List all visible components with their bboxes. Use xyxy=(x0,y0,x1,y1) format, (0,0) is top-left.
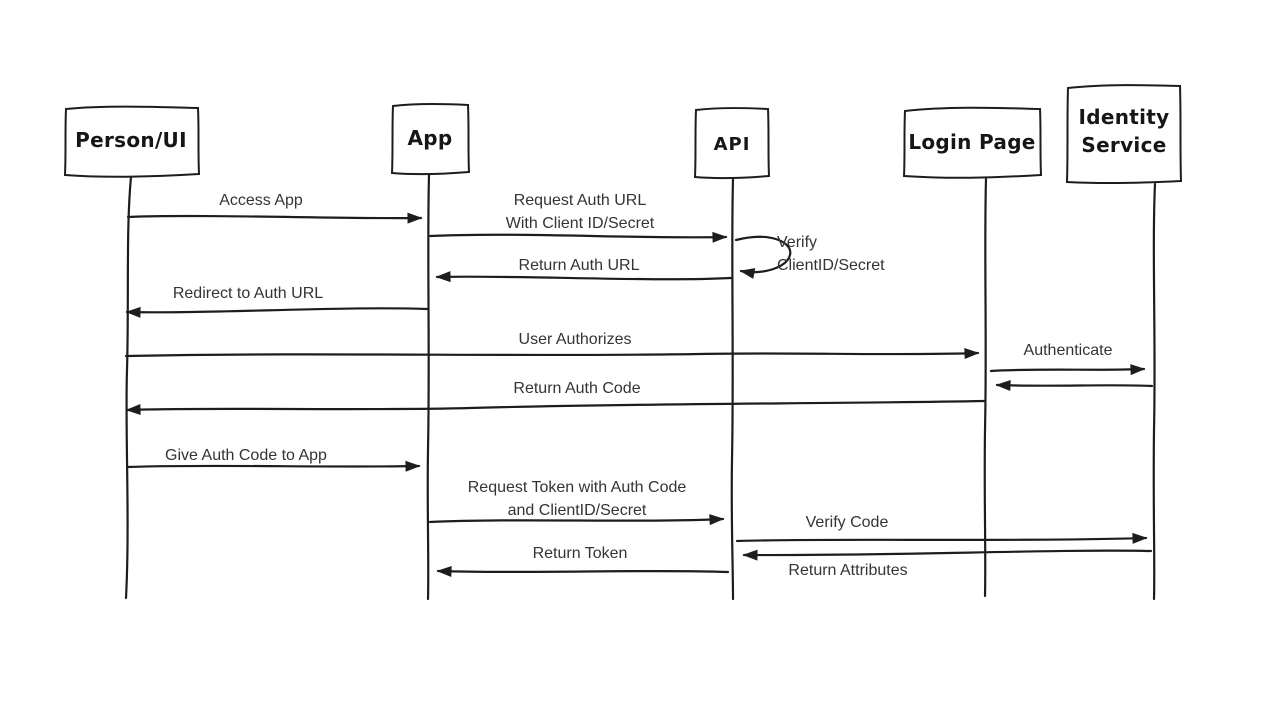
arrow-verify-code xyxy=(735,532,1148,544)
actor-label-identity-service: Identity Service xyxy=(1078,105,1170,157)
actor-label-login-page: Login Page xyxy=(908,130,1036,154)
message-arrows xyxy=(124,212,1154,577)
msg-redirect-to-auth-url: Redirect to Auth URL xyxy=(172,285,324,302)
arrow-access-app xyxy=(126,212,423,224)
actor-label-api: API xyxy=(713,134,751,155)
lifelines xyxy=(124,173,1157,601)
actor-boxes xyxy=(63,84,1183,185)
msg-authenticate: Authenticate xyxy=(1023,342,1113,359)
arrow-return-token xyxy=(436,565,730,577)
arrow-user-authorizes xyxy=(124,348,980,360)
lifeline-person-ui xyxy=(124,175,133,600)
arrow-request-token xyxy=(428,514,725,526)
actor-box-person-ui xyxy=(63,105,201,178)
arrow-return-auth-url xyxy=(435,271,733,283)
msg-verify-code: Verify Code xyxy=(805,514,889,531)
arrow-redirect-to-auth-url xyxy=(125,306,429,318)
actor-box-app xyxy=(390,103,471,176)
actor-box-api xyxy=(693,107,771,180)
msg-return-auth-code: Return Auth Code xyxy=(513,380,641,397)
actor-box-login-page xyxy=(902,106,1043,179)
lifeline-api xyxy=(730,177,735,601)
msg-return-auth-url: Return Auth URL xyxy=(518,257,640,274)
msg-request-auth-url: Request Auth URL With Client ID/Secret xyxy=(505,192,655,232)
arrow-return-attributes xyxy=(742,549,1153,561)
msg-return-token: Return Token xyxy=(532,545,628,562)
lifeline-app xyxy=(426,173,431,601)
actor-label-person-ui: Person/UI xyxy=(75,128,187,152)
msg-give-auth-code: Give Auth Code to App xyxy=(165,447,327,464)
lifeline-identity-service xyxy=(1152,182,1157,601)
arrow-return-auth-code xyxy=(125,399,987,416)
actor-box-identity-service xyxy=(1065,84,1183,185)
msg-access-app: Access App xyxy=(219,192,303,209)
msg-verify-clientid: Verify ClientID/Secret xyxy=(777,234,885,274)
lifeline-login-page xyxy=(983,177,988,598)
arrow-authenticate xyxy=(989,364,1146,376)
msg-user-authorizes: User Authorizes xyxy=(518,331,632,348)
msg-request-token: Request Token with Auth Code and ClientI… xyxy=(467,479,687,519)
actor-label-app: App xyxy=(407,126,453,150)
arrow-authenticate-return xyxy=(995,380,1154,392)
arrow-give-auth-code xyxy=(125,460,421,472)
msg-return-attributes: Return Attributes xyxy=(788,562,908,579)
arrow-verify-clientid-self-loop xyxy=(734,235,792,279)
arrow-request-auth-url xyxy=(428,231,728,243)
